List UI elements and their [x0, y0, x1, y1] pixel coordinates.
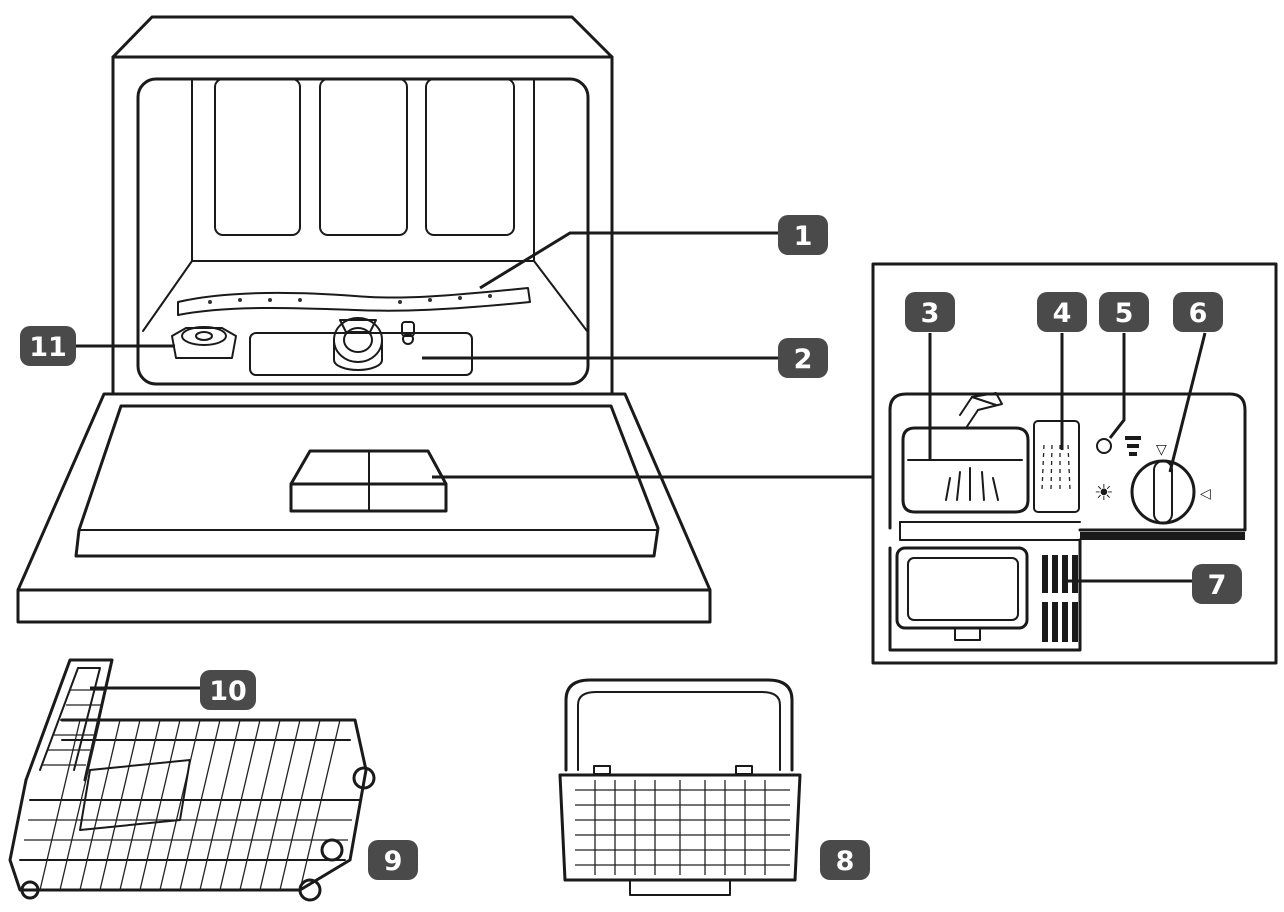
dial-pointer-right-icon: ◁ — [1200, 486, 1211, 502]
callout-9-label: 9 — [384, 846, 403, 877]
callout-7-label: 7 — [1208, 570, 1227, 601]
dial-pointer-top-icon: ▽ — [1156, 442, 1167, 458]
callout-5: 5 — [1099, 292, 1149, 332]
callout-6: 6 — [1173, 292, 1223, 332]
callout-11-label: 11 — [29, 332, 67, 363]
lower-basket — [8, 658, 376, 902]
callout-10-label: 10 — [209, 676, 247, 707]
callout-1: 1 — [778, 215, 828, 255]
detergent-dispenser-detail: ▽ ◁ ☀ — [871, 262, 1278, 665]
callout-2-label: 2 — [794, 344, 813, 375]
callout-3: 3 — [905, 292, 955, 332]
callout-1-label: 1 — [794, 221, 813, 252]
callout-9: 9 — [368, 840, 418, 880]
cutlery-basket — [558, 678, 802, 896]
callout-10: 10 — [200, 670, 256, 710]
callout-5-label: 5 — [1115, 298, 1134, 329]
callout-8-label: 8 — [836, 846, 855, 877]
callout-4-label: 4 — [1053, 298, 1072, 329]
salt-container-cap — [171, 326, 237, 359]
callout-6-label: 6 — [1189, 298, 1208, 329]
dishwasher-body — [111, 15, 614, 396]
callout-11: 11 — [20, 326, 76, 366]
callout-4: 4 — [1037, 292, 1087, 332]
callout-2: 2 — [778, 338, 828, 378]
dishwasher-door — [16, 392, 712, 624]
callout-3-label: 3 — [921, 298, 940, 329]
leader-lines — [70, 231, 1207, 690]
callout-7: 7 — [1192, 564, 1242, 604]
filter-assembly — [249, 317, 473, 376]
sun-icon: ☀ — [1094, 481, 1114, 506]
spray-arm — [177, 287, 531, 316]
callout-8: 8 — [820, 840, 870, 880]
